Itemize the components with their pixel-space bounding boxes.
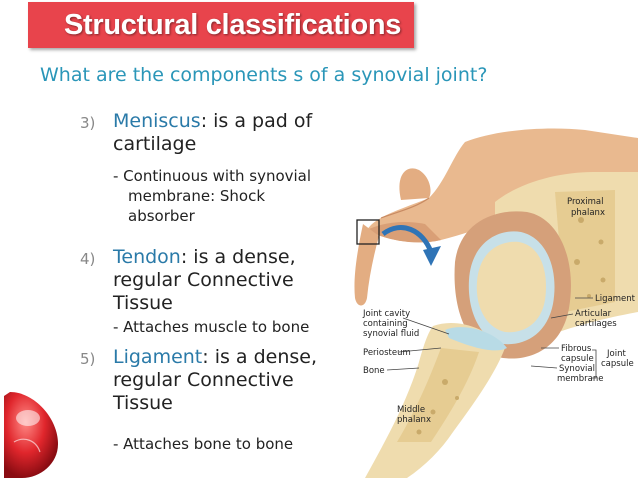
label-joint-cavity: containing: [363, 319, 408, 329]
synovial-joint-illustration: Proximal phalanx Ligament Joint cavity c…: [354, 128, 638, 478]
item-text: Tissue: [113, 392, 173, 414]
subpoint-text: membrane: Shock: [128, 187, 266, 205]
subpoint-text: absorber: [128, 207, 195, 225]
label-proximal: Proximal: [567, 197, 603, 207]
item-subpoint: - Attaches muscle to bone: [113, 317, 348, 337]
item-text: : is a dense,: [202, 346, 318, 368]
item-text: cartilage: [113, 133, 197, 155]
item-number: 3): [80, 114, 96, 132]
item-subpoint: - Attaches bone to bone: [113, 434, 348, 454]
item-number: 4): [80, 250, 96, 268]
label-fibrous-capsule: capsule: [561, 354, 594, 364]
item-text: Tissue: [113, 292, 173, 314]
item-term: Tendon: [113, 246, 181, 268]
label-middle: Middle: [397, 405, 425, 415]
label-joint-capsule: Joint: [606, 349, 626, 359]
slide-title: Structural classifications: [64, 8, 402, 41]
label-articular: Articular: [575, 309, 612, 319]
capsule-bracket: [592, 349, 597, 379]
label-synovial-membrane: Synovial: [559, 364, 595, 374]
joint-cavity: [445, 327, 507, 351]
item-heading: Tendon: is a dense, regular Connective T…: [113, 246, 338, 315]
leader-lines: [386, 297, 593, 371]
label-joint-cavity: synovial fluid: [363, 329, 419, 339]
label-ligament: Ligament: [595, 294, 636, 304]
hand-icon: [354, 128, 638, 306]
label-proximal-phalanx: phalanx: [571, 208, 605, 218]
item-text: regular Connective: [113, 269, 294, 291]
item-subpoint: - Continuous with synovial membrane: Sho…: [113, 166, 348, 226]
label-middle-phalanx: phalanx: [397, 415, 431, 425]
item-number: 5): [80, 350, 96, 368]
item-heading: Ligament: is a dense, regular Connective…: [113, 346, 338, 415]
title-banner: Structural classifications: [28, 2, 414, 48]
middle-phalanx-bone: [365, 322, 505, 478]
item-text: : is a pad of: [200, 110, 313, 132]
slide-question: What are the components s of a synovial …: [40, 64, 488, 86]
subpoint-text: - Attaches bone to bone: [113, 435, 294, 453]
label-joint-capsule: capsule: [601, 359, 634, 369]
item-term: Ligament: [113, 346, 203, 368]
subpoint-text: - Continuous with synovial: [113, 167, 312, 185]
item-text: : is a dense,: [180, 246, 296, 268]
subpoint-text: - Attaches muscle to bone: [113, 318, 310, 336]
label-articular: cartilages: [575, 319, 617, 329]
item-heading: Meniscus: is a pad of cartilage: [113, 110, 338, 156]
red-orb-decoration-icon: [4, 392, 58, 478]
label-fibrous-capsule: Fibrous: [561, 344, 592, 354]
label-periosteum: Periosteum: [363, 348, 411, 358]
label-synovial-membrane: membrane: [557, 374, 604, 384]
item-text: regular Connective: [113, 369, 294, 391]
label-bone: Bone: [363, 366, 385, 376]
arrow-icon: [381, 225, 441, 266]
item-term: Meniscus: [113, 110, 201, 132]
label-joint-cavity: Joint cavity: [362, 309, 410, 319]
